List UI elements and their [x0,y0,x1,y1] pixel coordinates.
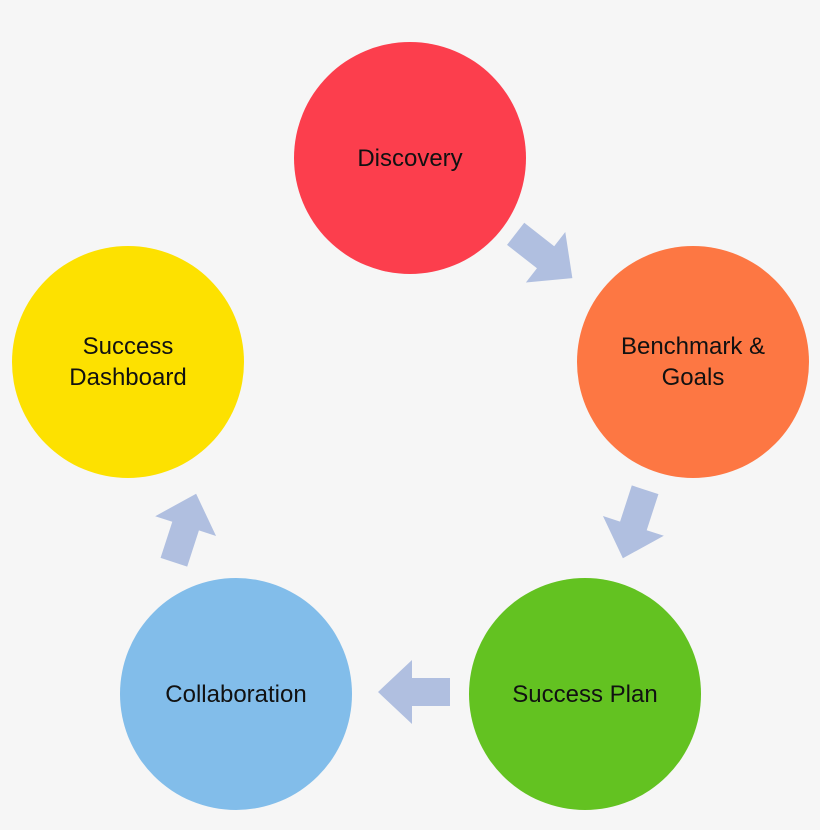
block-arrow-icon-discovery-to-benchmark [488,200,600,312]
block-arrow-icon-collaboration-to-dashboard [135,478,236,579]
discovery-label: Discovery [357,144,463,172]
benchmark-goals-node: Benchmark & Goals [577,246,809,478]
collaboration-node: Collaboration [120,578,352,810]
block-arrow-icon-benchmark-to-plan [584,474,685,575]
success-plan-label: Success Plan [512,680,658,708]
success-dashboard-node: Success Dashboard [12,246,244,478]
collaboration-label: Collaboration [165,680,307,708]
success-dashboard-label: Success Dashboard [69,333,187,391]
block-arrow-icon-plan-to-collaboration [374,652,454,732]
benchmark-goals-label: Benchmark & Goals [620,333,766,391]
success-plan-node: Success Plan [469,578,701,810]
discovery-node: Discovery [294,42,526,274]
